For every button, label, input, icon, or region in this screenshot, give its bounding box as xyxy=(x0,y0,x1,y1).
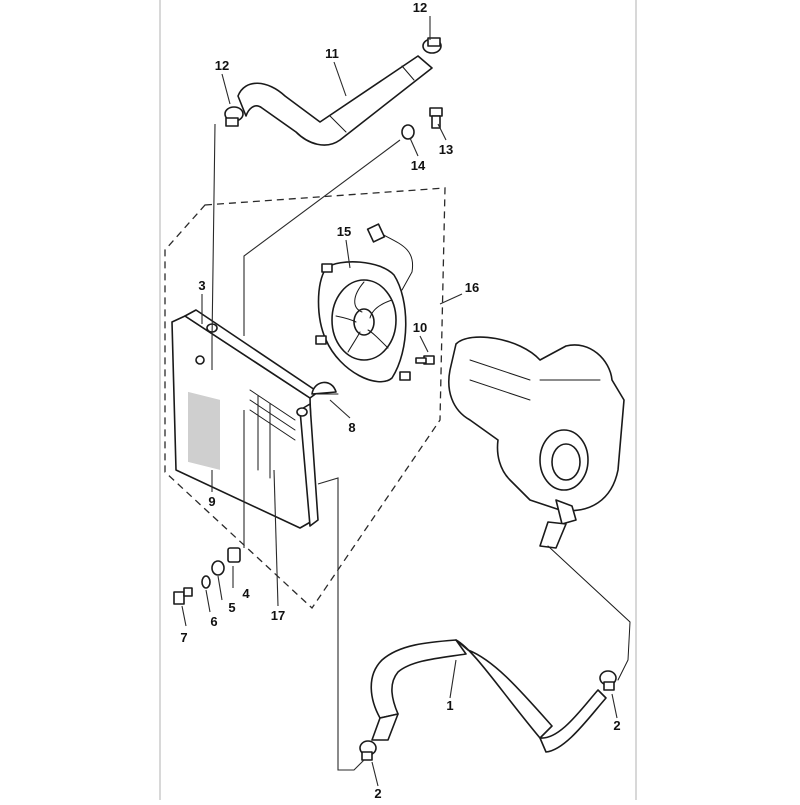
callout-10: 10 xyxy=(413,320,427,335)
clamp-upper-left xyxy=(224,106,244,127)
clamp-lower-left xyxy=(359,740,377,761)
callout-17: 17 xyxy=(271,608,285,623)
washer-14 xyxy=(401,124,415,140)
assembly-boundary xyxy=(164,187,446,609)
callout-3: 3 xyxy=(198,278,205,293)
clamp-lower-right xyxy=(599,670,617,691)
lower-hose xyxy=(370,639,607,753)
callout-6: 6 xyxy=(210,614,217,629)
callout-1: 1 xyxy=(446,698,453,713)
engine-block xyxy=(448,336,625,525)
fastener-5 xyxy=(211,560,225,576)
callout-8: 8 xyxy=(348,420,355,435)
radiator xyxy=(171,309,319,529)
callout-14: 14 xyxy=(411,158,426,173)
callout-5: 5 xyxy=(228,600,235,615)
callout-11: 11 xyxy=(325,46,339,61)
cooling-fan xyxy=(315,223,414,383)
callout-13: 13 xyxy=(439,142,453,157)
callout-2-bottom: 2 xyxy=(374,786,381,800)
page-frame xyxy=(159,0,637,800)
callout-16: 16 xyxy=(465,280,479,295)
bolt-7 xyxy=(173,587,193,605)
callout-2-right: 2 xyxy=(613,718,620,733)
bolt-13 xyxy=(429,107,443,129)
callout-7: 7 xyxy=(180,630,187,645)
outlet-pipe xyxy=(539,521,631,681)
callout-12-left: 12 xyxy=(215,58,229,73)
callout-4: 4 xyxy=(242,586,250,601)
upper-hose xyxy=(237,55,433,146)
fastener-6 xyxy=(201,575,211,589)
callout-labels: 12 12 11 13 14 15 16 10 8 3 9 4 17 5 6 7… xyxy=(180,0,620,801)
callout-9: 9 xyxy=(208,494,215,509)
clamp-upper-right xyxy=(422,37,442,54)
fastener-4 xyxy=(227,547,241,563)
callout-15: 15 xyxy=(337,224,351,239)
bolt-10 xyxy=(415,355,435,365)
leader-lines xyxy=(181,16,618,787)
callout-12-top: 12 xyxy=(413,0,427,15)
radiator-cap-8 xyxy=(311,381,339,395)
